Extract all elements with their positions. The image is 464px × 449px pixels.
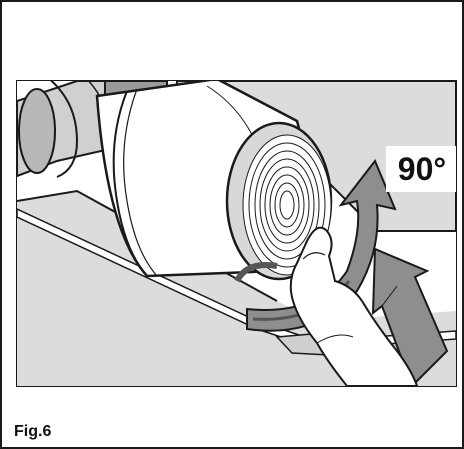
rotation-angle-label: 90° bbox=[386, 146, 456, 192]
installation-illustration: 90° bbox=[16, 80, 457, 387]
hand-illustration bbox=[289, 226, 419, 386]
push-arrow-icon bbox=[371, 247, 449, 386]
figure-caption: Fig.6 bbox=[14, 423, 52, 440]
